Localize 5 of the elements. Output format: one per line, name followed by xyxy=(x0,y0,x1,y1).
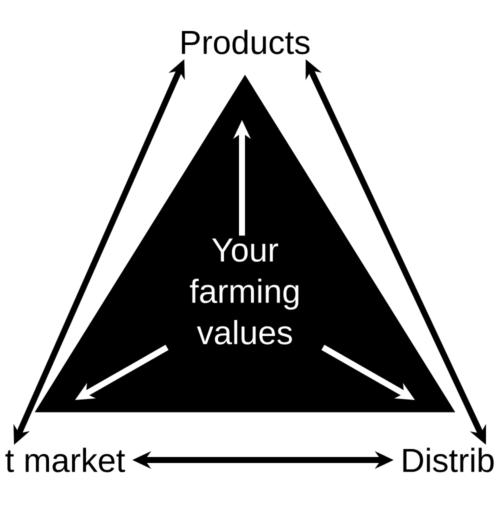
center-text: Your farming values xyxy=(190,238,298,344)
corner-label: Distrib xyxy=(403,448,494,472)
corner-label: Products xyxy=(182,30,310,54)
corner-label: t market xyxy=(5,448,126,472)
triangle xyxy=(34,74,456,412)
